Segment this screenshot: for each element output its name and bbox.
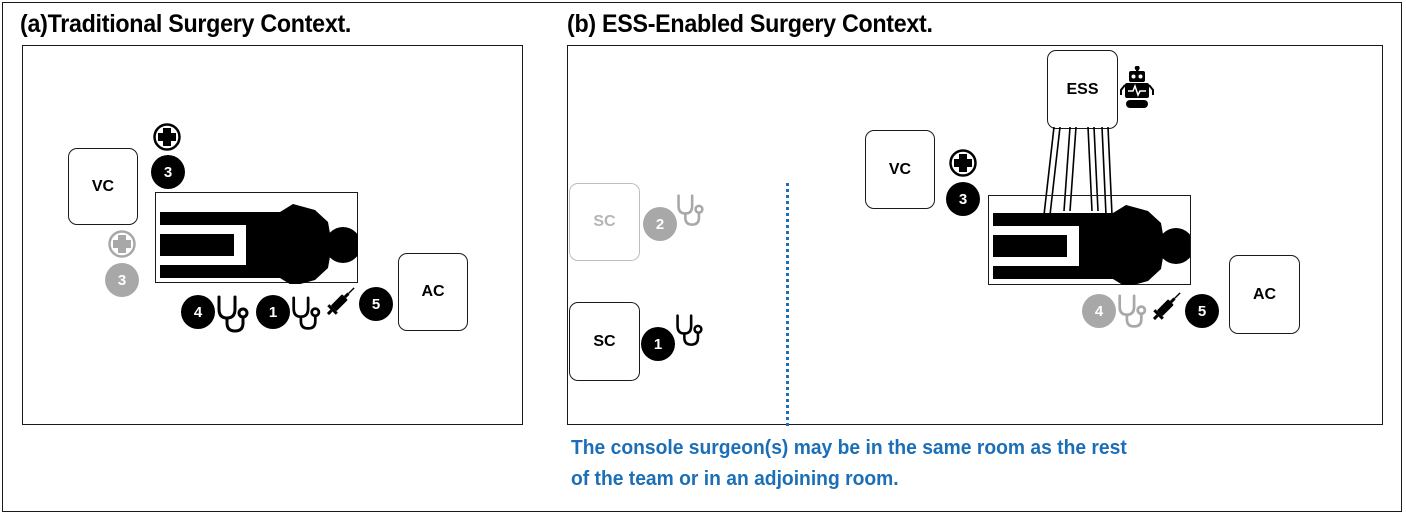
role-1-badge: 1 bbox=[256, 295, 290, 329]
stethoscope-icon bbox=[676, 314, 703, 346]
sc-box: SC bbox=[569, 302, 640, 381]
panel-b-frame bbox=[567, 45, 1383, 425]
room-divider bbox=[786, 183, 789, 426]
panel-a-frame bbox=[22, 45, 523, 425]
vc-box: VC bbox=[68, 148, 138, 225]
note-line-1: The console surgeon(s) may be in the sam… bbox=[571, 436, 1127, 459]
panel-a-title: (a)Traditional Surgery Context. bbox=[20, 10, 352, 38]
stethoscope-icon-faded bbox=[1118, 294, 1147, 328]
role-5-badge: 5 bbox=[1185, 294, 1219, 328]
operating-table bbox=[988, 195, 1191, 285]
ac-box: AC bbox=[398, 253, 468, 331]
stethoscope-icon bbox=[292, 296, 321, 330]
ess-robotic-arms bbox=[1043, 127, 1113, 216]
syringe-icon bbox=[1151, 292, 1185, 324]
role-1-badge: 1 bbox=[641, 327, 675, 361]
note-line-2: of the team or in an adjoining room. bbox=[571, 467, 899, 490]
ess-box: ESS bbox=[1047, 50, 1118, 129]
role-3-badge-faded: 3 bbox=[105, 263, 139, 297]
ac-box: AC bbox=[1229, 255, 1300, 334]
sc-box-faded: SC bbox=[569, 183, 640, 261]
cross-icon bbox=[949, 149, 977, 177]
panel-b-title: (b) ESS-Enabled Surgery Context. bbox=[567, 10, 933, 38]
cross-icon bbox=[153, 123, 181, 151]
role-2-badge: 2 bbox=[643, 207, 677, 241]
cross-icon-faded bbox=[108, 230, 136, 258]
console-surgeon-note: The console surgeon(s) may be in the sam… bbox=[571, 432, 1127, 494]
vc-box: VC bbox=[865, 130, 935, 209]
syringe-icon bbox=[325, 287, 359, 319]
role-3-badge: 3 bbox=[946, 182, 980, 216]
stethoscope-icon bbox=[217, 295, 249, 333]
patient-icon bbox=[160, 204, 358, 284]
stethoscope-icon-faded bbox=[677, 194, 704, 226]
role-4-badge: 4 bbox=[181, 295, 215, 329]
role-4-badge-faded: 4 bbox=[1082, 294, 1116, 328]
patient-icon bbox=[993, 205, 1190, 285]
role-5-badge: 5 bbox=[359, 287, 393, 321]
role-3-badge: 3 bbox=[151, 155, 185, 189]
robot-icon bbox=[1120, 66, 1154, 108]
